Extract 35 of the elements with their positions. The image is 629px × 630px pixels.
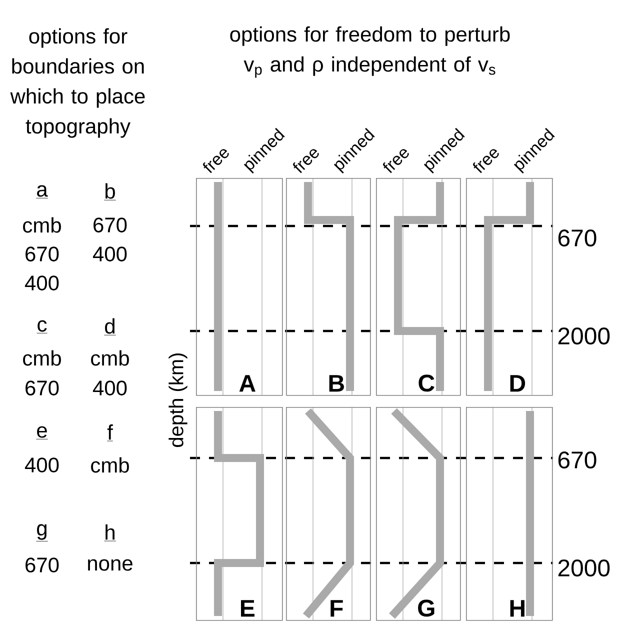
boundary-option: cmb xyxy=(23,350,61,366)
boundary-option: 670 xyxy=(26,246,59,262)
boundary-option: 400 xyxy=(24,458,59,472)
depth-panel: F xyxy=(286,407,371,621)
depth-value: 670 xyxy=(558,452,596,468)
boundary-option: 670 xyxy=(26,380,59,396)
depth-panel: A xyxy=(196,178,283,396)
boundary-option: cmb xyxy=(91,457,129,473)
boundary-option: b xyxy=(104,183,116,200)
depth-panel: C xyxy=(376,178,461,396)
boundary-option: 670 xyxy=(26,558,59,572)
boundary-option: g xyxy=(36,524,48,542)
depth-value: 2000 xyxy=(558,328,610,344)
boundary-option: h xyxy=(104,524,116,542)
boundary-option: cmb xyxy=(91,350,129,366)
boundary-option: 400 xyxy=(92,246,127,262)
boundary-option: a xyxy=(36,185,48,198)
boundary-option: 400 xyxy=(24,276,59,290)
boundary-option: cmb xyxy=(23,217,61,233)
axis-label: depth (km) xyxy=(168,353,188,447)
depth-panel: B xyxy=(286,178,371,396)
heading: options for freedom to perturb v$_{p}$ and ρ independent of v$_{s}$ xyxy=(230,26,510,78)
boundary-option: d xyxy=(104,318,116,336)
boundary-option: f xyxy=(106,424,114,442)
depth-panel: D xyxy=(466,178,553,396)
boundary-option: e xyxy=(36,426,48,440)
depth-panel: E xyxy=(196,407,283,621)
boundary-option: c xyxy=(36,320,48,334)
boundary-option: 400 xyxy=(92,380,127,396)
depth-panel: H xyxy=(466,407,553,621)
boundary-option: 670 xyxy=(94,218,127,232)
column-label: free xyxy=(473,149,499,174)
column-label: free xyxy=(293,149,319,174)
depth-panel: G xyxy=(376,407,461,621)
column-label: free xyxy=(383,149,409,174)
